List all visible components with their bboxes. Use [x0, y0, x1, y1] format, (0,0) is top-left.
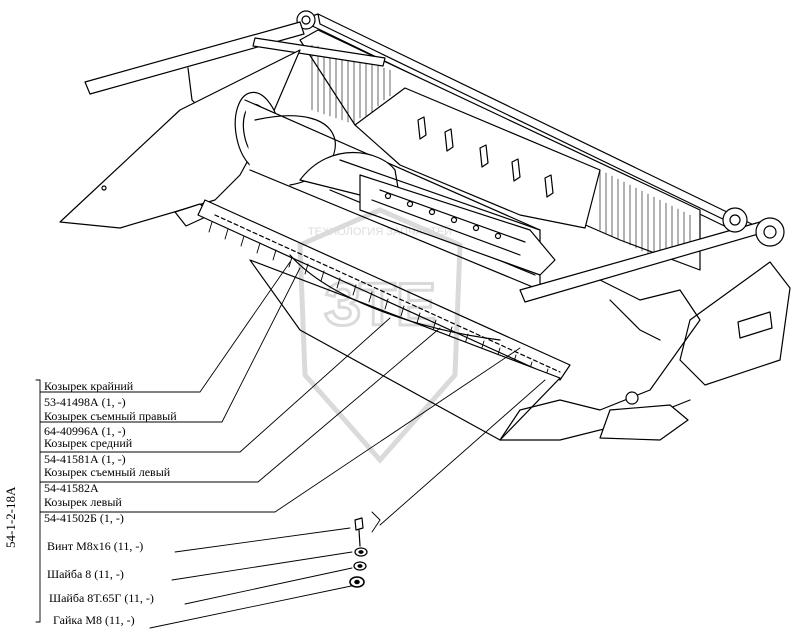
feeder-housing [354, 87, 601, 276]
part-name-1: Козырек крайний [44, 379, 134, 393]
cutter-bar [197, 199, 571, 381]
washer-icon [354, 547, 368, 557]
fastener-label-bolt: Винт М8х16 (11, -) [47, 539, 144, 553]
nut-icon [349, 576, 365, 588]
part-number-1: 53-41498А (1, -) [44, 395, 126, 409]
right-drive [499, 207, 791, 441]
part-number-3: 54-41581А (1, -) [44, 452, 126, 466]
fastener-label-washer: Шайба 8 (11, -) [47, 567, 124, 581]
part-name-5: Козырек левый [44, 495, 122, 509]
spring-washer-icon [353, 561, 367, 571]
fastener-label-spring-washer: Шайба 8Т.65Г (11, -) [49, 591, 154, 605]
leader-lines [35, 261, 546, 629]
part-name-4: Козырек съемный левый [44, 465, 171, 479]
part-number-2: 64-40996А (1, -) [44, 424, 126, 438]
part-number-5: 54-41502Б (1, -) [44, 511, 124, 525]
part-name-3: Козырек средний [44, 436, 133, 450]
drawing-code: 54-1-2-18А [3, 486, 18, 548]
fastener-label-nut: Гайка М8 (11, -) [53, 613, 135, 627]
part-number-4: 54-41582А [44, 481, 99, 495]
part-name-2: Козырек съемный правый [44, 409, 177, 423]
bolt-icon [354, 517, 364, 547]
